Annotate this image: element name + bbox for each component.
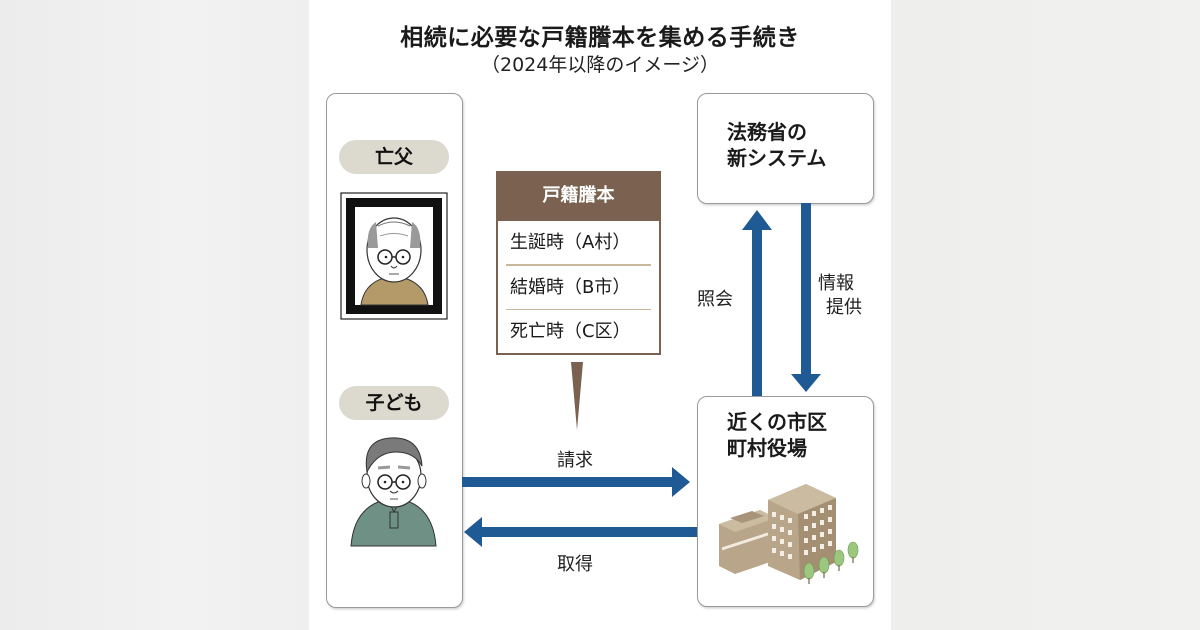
koseki-row-death: 死亡時（C区） bbox=[510, 321, 631, 342]
koseki-row-divider bbox=[506, 308, 651, 310]
info-provide-line2: 提供 bbox=[826, 297, 862, 318]
ministry-label: 法務省の 新システム bbox=[727, 119, 826, 171]
koseki-row-birth: 生誕時（A村） bbox=[510, 232, 631, 253]
koseki-tag: 戸籍謄本 生誕時（A村） 結婚時（B市） 死亡時（C区） bbox=[496, 171, 661, 355]
koseki-tag-body: 生誕時（A村） 結婚時（B市） 死亡時（C区） bbox=[496, 221, 661, 355]
office-label-line1: 近くの市区 bbox=[727, 410, 827, 434]
koseki-row-marriage: 結婚時（B市） bbox=[510, 276, 631, 298]
ministry-box bbox=[697, 93, 874, 204]
office-label-line2: 町村役場 bbox=[727, 436, 807, 460]
obtain-label: 取得 bbox=[557, 554, 593, 575]
father-label: 亡父 bbox=[339, 140, 449, 174]
info-provide-line1: 情報 bbox=[818, 273, 854, 294]
child-label: 子ども bbox=[339, 386, 449, 420]
koseki-row-divider bbox=[506, 264, 651, 266]
inquiry-label: 照会 bbox=[697, 289, 733, 310]
ministry-label-line2: 新システム bbox=[727, 146, 827, 170]
koseki-tag-header: 戸籍謄本 bbox=[496, 171, 661, 221]
ministry-label-line1: 法務省の bbox=[727, 120, 807, 144]
info-provide-label: 情報 提供 bbox=[818, 272, 862, 320]
page-title: 相続に必要な戸籍謄本を集める手続き bbox=[400, 25, 800, 51]
request-label: 請求 bbox=[557, 450, 593, 471]
page-subtitle: （2024年以降のイメージ） bbox=[481, 54, 719, 76]
municipal-office-label: 近くの市区 町村役場 bbox=[727, 409, 827, 461]
